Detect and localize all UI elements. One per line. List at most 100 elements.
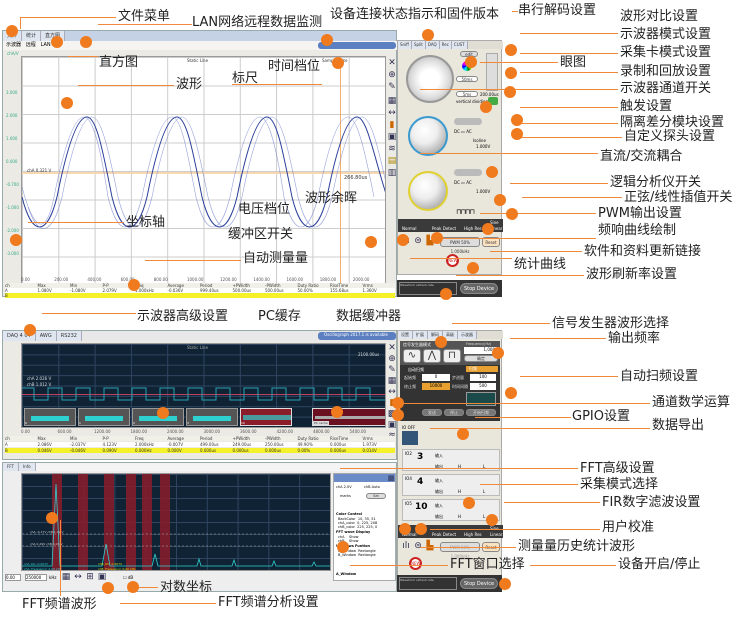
- mode-normal[interactable]: Normal: [402, 532, 417, 537]
- gpio-input-1[interactable]: 输入: [435, 453, 443, 458]
- mode-normal[interactable]: Normal: [402, 226, 417, 231]
- time-select-2[interactable]: 5ms: [456, 91, 478, 97]
- tab-record[interactable]: Rec: [439, 41, 452, 49]
- gpio-low-3[interactable]: L: [483, 514, 486, 519]
- trigger-level-line[interactable]: [22, 172, 385, 174]
- tab-daq[interactable]: DAQ: [425, 41, 440, 49]
- reset-button[interactable]: Reset: [482, 237, 500, 247]
- save-icon[interactable]: ▣: [387, 132, 397, 142]
- mode-peak-detect[interactable]: Peak Detect: [432, 532, 457, 537]
- time-select[interactable]: 50ms: [456, 76, 478, 82]
- pc-cache-segment[interactable]: PC cache: [312, 408, 385, 426]
- display-row-cha[interactable]: chA Show: [338, 535, 359, 539]
- tab-daq-device[interactable]: DAQ 4 04: [3, 331, 36, 341]
- send-button[interactable]: 发送: [422, 409, 442, 416]
- scope-toolbar-item[interactable]: 示波器: [6, 42, 22, 48]
- calibration-icon[interactable]: ⊜: [414, 541, 422, 551]
- bottom-waveform-plot[interactable]: Static Line chA 2.026 V chB 1.012 V 2100…: [21, 343, 386, 428]
- cha-select[interactable]: chA 2.0V: [336, 485, 352, 489]
- tab-scope[interactable]: Sniff: [398, 41, 412, 49]
- chb-voltage-knob[interactable]: [408, 171, 448, 211]
- cha-toggle[interactable]: [454, 118, 482, 125]
- gpio-low-2[interactable]: L: [483, 489, 486, 494]
- tab-fft[interactable]: FFT: [3, 463, 19, 471]
- fft-measure-icon[interactable]: ↔: [74, 572, 82, 582]
- cha-voltage-knob[interactable]: [408, 116, 448, 156]
- remote-toolbar-item[interactable]: 远程: [25, 42, 36, 48]
- tab-oscilloscope[interactable]: 示波器: [458, 331, 477, 339]
- end-freq-input[interactable]: 10000: [422, 383, 450, 390]
- chart-icon[interactable]: ▮: [387, 398, 397, 408]
- chb-select[interactable]: chB Auto: [364, 485, 380, 489]
- mode-high-res[interactable]: High Res: [464, 226, 482, 231]
- math-icon[interactable]: ▩: [387, 409, 397, 419]
- mode-peak-detect[interactable]: Peak Detect: [432, 226, 457, 231]
- freq-response-icon[interactable]: ▙: [426, 236, 434, 246]
- vertical-line-checkbox[interactable]: vertical dividing line: [456, 99, 497, 104]
- pen-icon[interactable]: ✎: [388, 365, 396, 375]
- interp-sine[interactable]: Sine: [490, 526, 499, 531]
- gpio-high-3[interactable]: H: [458, 514, 462, 519]
- start-sweep-button[interactable]: 开始扫频: [466, 409, 496, 416]
- log-axis-checkbox[interactable]: ☐ dB: [123, 575, 134, 580]
- gpio-icon[interactable]: [402, 431, 418, 445]
- fft-advanced-icon[interactable]: ▩: [387, 474, 395, 482]
- tab-rs232[interactable]: RS232: [56, 331, 82, 341]
- range-end-input[interactable]: 250000: [25, 574, 47, 581]
- chb-toggle[interactable]: [454, 169, 482, 176]
- gpio-input-3[interactable]: 输入: [435, 503, 443, 508]
- export-icon[interactable]: ▣: [387, 420, 397, 430]
- range-start-input[interactable]: 0.00: [5, 574, 21, 581]
- tab-extend[interactable]: 扩展: [413, 331, 428, 339]
- sweep-checkbox[interactable]: 扫频: [466, 366, 498, 372]
- step-input[interactable]: 100: [470, 374, 496, 381]
- interp-linear[interactable]: Linear: [490, 532, 503, 537]
- isoline-checkbox[interactable]: Isoline: [473, 138, 486, 143]
- stop-device-button[interactable]: Stop Device: [460, 578, 498, 589]
- close-icon[interactable]: ✕: [388, 58, 396, 68]
- tab-statistics[interactable]: 统计: [22, 31, 42, 41]
- gpio-output-3[interactable]: 输出: [435, 514, 443, 519]
- persistence-icon[interactable]: ≋: [388, 144, 396, 154]
- tab-split[interactable]: Split: [411, 41, 426, 49]
- window-row-b[interactable]: B_Window Rectangle: [338, 553, 376, 557]
- refresh-rate-slider[interactable]: Waveform refresh rate: [399, 282, 457, 295]
- fft-spectrum-plot[interactable]: chA -0.17V chB 1.42 V chA 0.49V chB 0.00…: [21, 473, 331, 571]
- fft-set-button[interactable]: Set: [366, 493, 386, 499]
- gpio-high-1[interactable]: H: [458, 464, 462, 469]
- interp-sine[interactable]: Sine: [490, 220, 499, 225]
- dc-ac-switch-b[interactable]: DC ▭ AC: [454, 180, 472, 185]
- io-off-radio[interactable]: IO OFF: [402, 425, 416, 430]
- buffer-segment-10[interactable]: 10: [240, 408, 292, 426]
- gpio-low-1[interactable]: L: [483, 464, 486, 469]
- stop-sweep-button[interactable]: 停止: [444, 409, 464, 416]
- tab-decode[interactable]: 解码: [428, 331, 443, 339]
- gpio-input-2[interactable]: 输入: [435, 478, 443, 483]
- statistics-icon[interactable]: ılı: [402, 541, 410, 551]
- buffer-segment-1[interactable]: 1: [78, 408, 130, 426]
- freq-response-icon[interactable]: ▙: [426, 541, 434, 551]
- update-notice[interactable]: Oscillograph 2017.1 is available: [318, 332, 396, 340]
- tab-advanced[interactable]: 高级: [443, 331, 458, 339]
- new-badge[interactable]: NEW: [409, 557, 422, 570]
- voltage-icon[interactable]: ▤: [387, 156, 397, 166]
- zoom-icon[interactable]: ⊕: [388, 70, 396, 80]
- tab-info[interactable]: Info: [18, 463, 36, 471]
- measure-icon[interactable]: ↔: [388, 387, 396, 397]
- cursor-line[interactable]: [340, 57, 341, 285]
- sine-wave-button[interactable]: ∿: [403, 349, 421, 363]
- vertical-slider[interactable]: [486, 53, 498, 91]
- start-freq-input[interactable]: 0: [422, 374, 450, 381]
- interval-input[interactable]: 500: [470, 383, 496, 390]
- fft-grid-icon[interactable]: ▦: [61, 572, 71, 582]
- tab-custom[interactable]: CUST: [451, 41, 468, 49]
- stop-device-button[interactable]: Stop Device: [460, 283, 498, 294]
- gpio-output-2[interactable]: 输出: [435, 489, 443, 494]
- marks-checkbox[interactable]: marks: [340, 494, 351, 498]
- fft-cursor-icon[interactable]: ⊞: [86, 572, 94, 582]
- mode-high-res[interactable]: High Res: [464, 532, 482, 537]
- freq-input[interactable]: 1,000: [464, 347, 498, 354]
- buffer-segment-0[interactable]: 0: [24, 408, 76, 426]
- grid-icon[interactable]: ▦: [387, 96, 397, 106]
- square-wave-button[interactable]: ⊓: [443, 349, 461, 363]
